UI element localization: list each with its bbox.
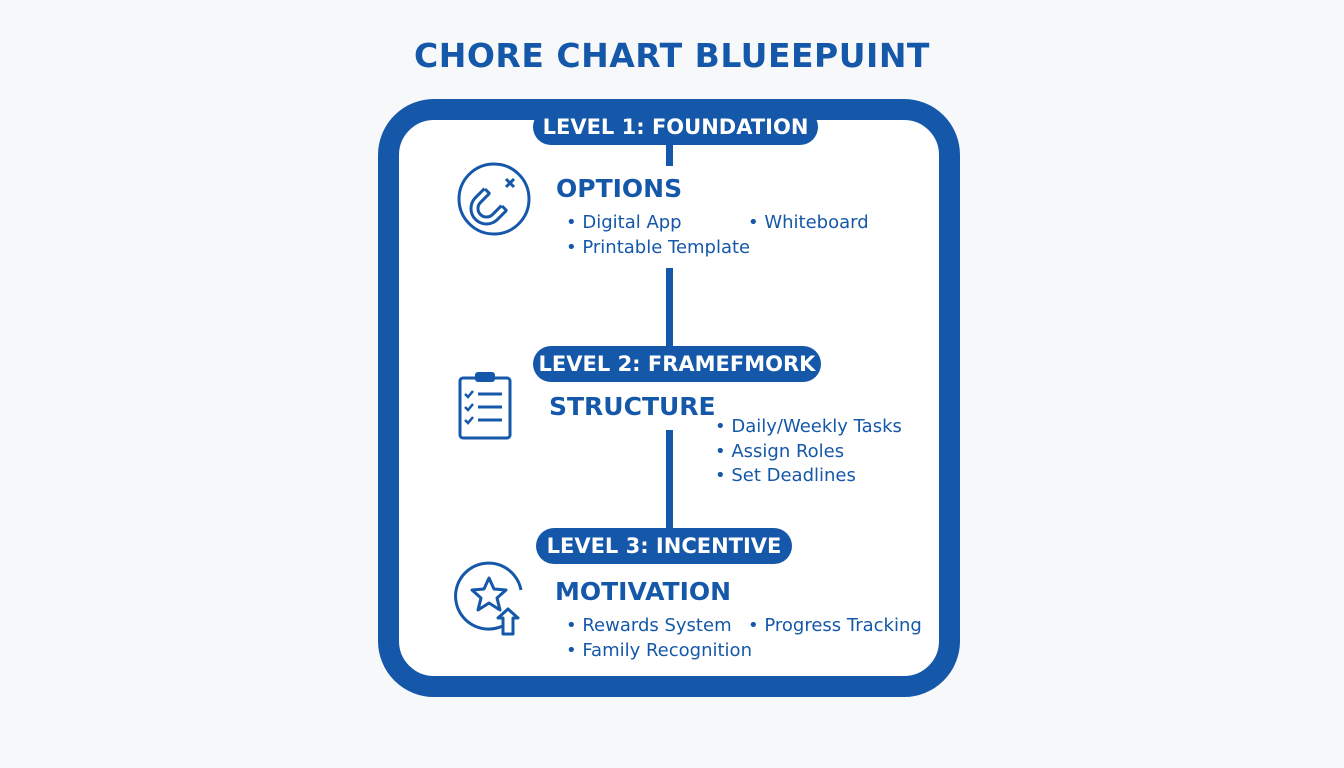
- level-2-bullet-1: • Daily/Weekly Tasks: [715, 416, 902, 437]
- level-1-bullet-1: • Digital App: [566, 212, 682, 233]
- bullet-text: Family Recognition: [582, 640, 752, 661]
- bullet-text: Rewards System: [582, 615, 732, 636]
- timeline-connector-1: [666, 140, 673, 166]
- level-3-bullet-3: • Family Recognition: [566, 640, 752, 661]
- level-1-heading: OPTIONS: [556, 174, 683, 203]
- bullet-text: Assign Roles: [731, 441, 845, 462]
- level-2-bullet-2: • Assign Roles: [715, 441, 845, 462]
- level-1-badge: LEVEL 1: FOUNDATION: [533, 109, 818, 145]
- level-2-heading: STRUCTURE: [549, 392, 716, 421]
- star-upgrade-icon: [454, 561, 523, 636]
- bullet-text: Progress Tracking: [764, 615, 922, 636]
- level-3-badge: LEVEL 3: INCENTIVE: [536, 528, 792, 564]
- timeline-connector-3: [666, 430, 673, 530]
- magnet-icon: [457, 162, 531, 236]
- level-3-bullet-1: • Rewards System: [566, 615, 732, 636]
- level-2-bullet-3: • Set Deadlines: [715, 465, 856, 486]
- level-3-bullet-2: • Progress Tracking: [748, 615, 922, 636]
- bullet-text: Whiteboard: [764, 212, 869, 233]
- clipboard-checklist-icon: [458, 372, 512, 440]
- bullet-text: Digital App: [582, 212, 682, 233]
- bullet-text: Printable Template: [582, 237, 751, 258]
- level-1-bullet-2: • Whiteboard: [748, 212, 869, 233]
- page-title: CHORE CHART BLUEEPUINT: [414, 36, 930, 75]
- bullet-text: Daily/Weekly Tasks: [731, 416, 902, 437]
- level-2-badge: LEVEL 2: FRAMEFMORK: [533, 346, 821, 382]
- level-3-heading: MOTIVATION: [555, 577, 732, 606]
- bullet-text: Set Deadlines: [731, 465, 856, 486]
- timeline-connector-2: [666, 268, 673, 350]
- level-1-bullet-3: • Printable Template: [566, 237, 751, 258]
